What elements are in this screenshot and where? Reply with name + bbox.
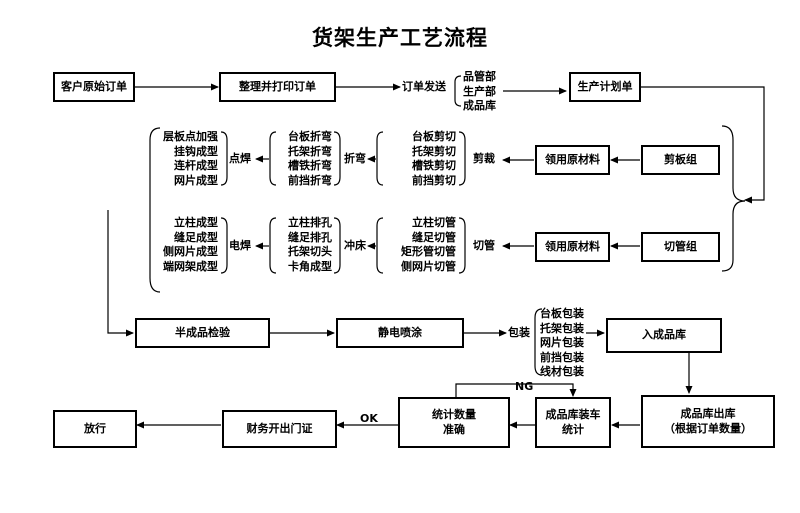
pack-item: 线材包装 bbox=[540, 365, 584, 378]
count-check-line: 统计数量 bbox=[432, 407, 476, 421]
production-plan-box: 生产计划单 bbox=[569, 72, 641, 102]
dept-brace bbox=[454, 75, 462, 107]
warehouse-out-line: 成品库出库 bbox=[680, 406, 736, 420]
bend-items-bracket bbox=[376, 131, 384, 186]
bend-item: 前挡折弯 bbox=[288, 173, 332, 187]
tube-item: 缝足切管 bbox=[412, 230, 456, 244]
load-count-line: 成品库装车 bbox=[545, 407, 601, 421]
shear-items-list: 台板剪切 托架剪切 槽铁剪切 前挡剪切 bbox=[392, 130, 456, 188]
tube-brace bbox=[458, 217, 466, 274]
tube-item: 立柱切管 bbox=[412, 216, 456, 229]
shear-item: 槽铁剪切 bbox=[412, 159, 456, 172]
pack-brace bbox=[534, 308, 543, 376]
dept-list: 品管部 生产部 成品库 bbox=[463, 70, 496, 114]
weld-items-list-2: 立柱成型 缝足成型 侧网片成型 端网架成型 bbox=[152, 216, 218, 274]
bend-item: 台板折弯 bbox=[288, 130, 332, 143]
spray-box: 静电喷涂 bbox=[336, 318, 464, 348]
load-count-line: 统计 bbox=[562, 422, 584, 436]
shear-item: 前挡剪切 bbox=[412, 173, 456, 187]
shear-group-box: 剪板组 bbox=[641, 145, 720, 175]
weld-items-list-1: 层板点加强 挂钩成型 连杆成型 网片成型 bbox=[152, 130, 218, 188]
bend-item: 托架折弯 bbox=[288, 144, 332, 158]
customer-order-box: 客户原始订单 bbox=[53, 72, 135, 102]
tube-items-list: 立柱切管 缝足切管 矩形管切管 侧网片切管 bbox=[392, 216, 456, 274]
punch-item: 立柱排孔 bbox=[288, 216, 332, 229]
pack-item: 前挡包装 bbox=[540, 350, 584, 364]
plan-distribution-brace bbox=[721, 125, 746, 272]
bending-label: 折弯 bbox=[344, 152, 366, 165]
warehouse-in-box: 入成品库 bbox=[606, 318, 722, 353]
punch-brace bbox=[333, 217, 341, 274]
weld-item: 网片成型 bbox=[174, 173, 218, 187]
material-box-1: 领用原材料 bbox=[535, 145, 610, 175]
semi-inspect-box: 半成品检验 bbox=[135, 318, 270, 348]
warehouse-out-line: （根据订单数量） bbox=[664, 421, 752, 435]
electric-weld-brace bbox=[220, 217, 228, 274]
dept-item: 生产部 bbox=[463, 84, 496, 98]
weld-item: 层板点加强 bbox=[163, 130, 218, 143]
punch-item: 缝足排孔 bbox=[288, 230, 332, 244]
weld-item: 侧网片成型 bbox=[163, 245, 218, 258]
arrow-plan-to-brace bbox=[641, 86, 765, 204]
cutting-label: 剪裁 bbox=[473, 152, 495, 165]
punch-items-list: 立柱排孔 缝足排孔 托架切头 卡角成型 bbox=[274, 216, 332, 274]
weld-item: 端网架成型 bbox=[163, 259, 218, 273]
material-box-2: 领用原材料 bbox=[535, 232, 610, 262]
pack-items-list: 台板包装 托架包装 网片包装 前挡包装 线材包装 bbox=[540, 307, 584, 380]
weld-item: 缝足成型 bbox=[174, 230, 218, 244]
dept-item: 品管部 bbox=[463, 70, 496, 83]
weld-item: 连杆成型 bbox=[174, 159, 218, 172]
electric-weld-label: 电焊 bbox=[229, 239, 251, 252]
arrow-to-semi-inspect bbox=[107, 210, 134, 337]
arrow-ng-loop bbox=[455, 383, 577, 397]
shear-brace bbox=[458, 131, 466, 186]
tube-cut-label: 切管 bbox=[473, 239, 495, 252]
bend-brace bbox=[333, 131, 341, 186]
pack-item: 台板包装 bbox=[540, 307, 584, 320]
left-merge-brace bbox=[149, 127, 161, 293]
bend-items-list: 台板折弯 托架折弯 槽铁折弯 前挡折弯 bbox=[274, 130, 332, 188]
tube-group-box: 切管组 bbox=[641, 232, 720, 262]
spot-weld-brace bbox=[220, 131, 228, 186]
spot-weld-label: 点焊 bbox=[229, 152, 251, 165]
punch-item: 托架切头 bbox=[288, 245, 332, 258]
punch-item: 卡角成型 bbox=[288, 259, 332, 273]
ng-label: NG bbox=[515, 380, 534, 393]
order-send-label: 订单发送 bbox=[402, 80, 446, 93]
count-check-line: 准确 bbox=[443, 422, 465, 436]
release-box: 放行 bbox=[53, 410, 137, 448]
load-count-box: 成品库装车 统计 bbox=[535, 397, 611, 448]
shear-item: 托架剪切 bbox=[412, 144, 456, 158]
punch-items-bracket bbox=[376, 217, 384, 274]
weld-item: 挂钩成型 bbox=[174, 144, 218, 158]
warehouse-out-box: 成品库出库 （根据订单数量） bbox=[641, 395, 775, 448]
count-check-box: 统计数量 准确 bbox=[398, 397, 510, 448]
pack-item: 网片包装 bbox=[540, 336, 584, 349]
weld2-items-bracket bbox=[269, 217, 277, 274]
ok-label: OK bbox=[360, 412, 378, 425]
dept-item: 成品库 bbox=[463, 99, 496, 112]
weld-items-bracket bbox=[269, 131, 277, 186]
pack-label: 包装 bbox=[508, 326, 530, 339]
weld-item: 立柱成型 bbox=[174, 216, 218, 229]
tube-item: 侧网片切管 bbox=[401, 259, 456, 273]
pack-item: 托架包装 bbox=[540, 321, 584, 335]
bend-item: 槽铁折弯 bbox=[288, 159, 332, 172]
page-title: 货架生产工艺流程 bbox=[312, 26, 488, 50]
shear-item: 台板剪切 bbox=[412, 130, 456, 143]
tube-item: 矩形管切管 bbox=[401, 245, 456, 258]
punch-label: 冲床 bbox=[344, 239, 366, 252]
finance-box: 财务开出门证 bbox=[222, 410, 337, 448]
print-order-box: 整理并打印订单 bbox=[219, 72, 336, 102]
